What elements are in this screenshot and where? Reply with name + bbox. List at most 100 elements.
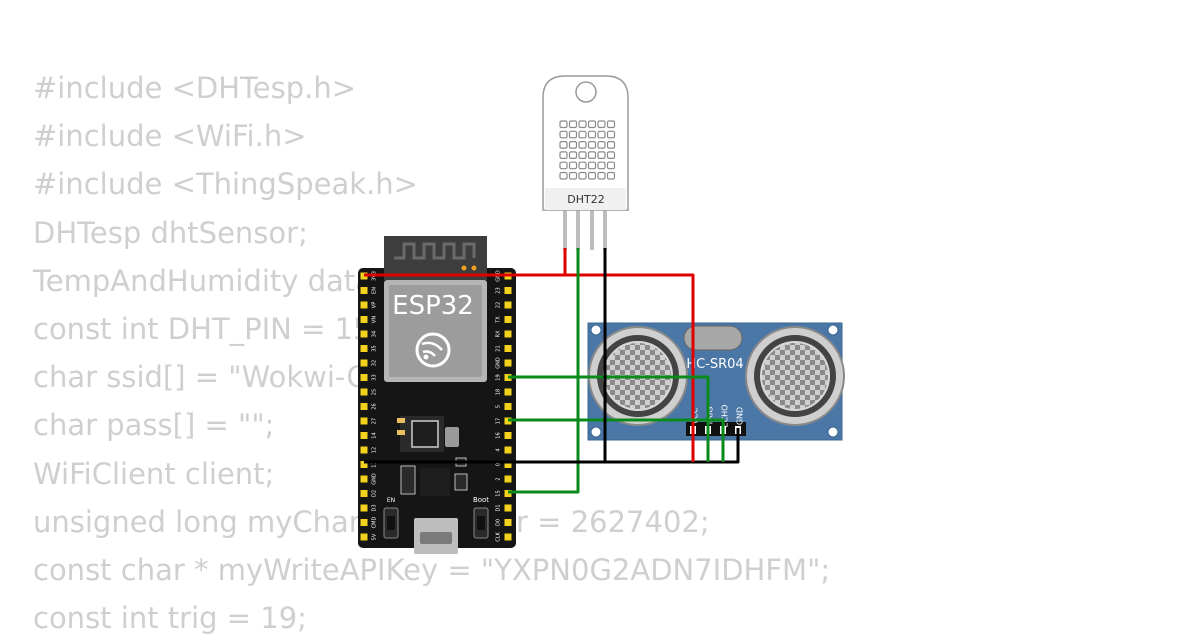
grille-slot	[559, 171, 568, 180]
esp32-pin-left[interactable]	[360, 519, 368, 526]
esp32-pin-right[interactable]	[504, 345, 512, 352]
esp32-pin-label: 35	[372, 345, 378, 351]
esp32-pin-right[interactable]	[504, 330, 512, 338]
grille-slot	[578, 151, 587, 159]
hcsr04-hole-bl	[590, 426, 602, 438]
esp32-pin-label: 5	[496, 405, 502, 408]
esp32-pin-right[interactable]	[504, 432, 512, 439]
grille-slot	[606, 171, 616, 180]
antenna-led-left	[461, 265, 467, 271]
esp32-pin-label: 33	[372, 374, 378, 380]
esp32-pin-left[interactable]	[360, 287, 368, 294]
grille-slot	[568, 171, 578, 180]
esp32-pin-label: 0	[496, 463, 502, 466]
hcsr04-transducer-right	[745, 326, 845, 426]
esp32-pin-left[interactable]	[360, 330, 368, 338]
grille-slot	[559, 161, 568, 170]
grille-slot	[568, 141, 578, 149]
en-label: EN	[387, 497, 395, 504]
esp32-pin-right[interactable]	[504, 461, 512, 468]
diode	[445, 427, 459, 447]
capacitor-1	[397, 418, 405, 423]
esp32-pin-label: 5V	[372, 533, 378, 540]
hcsr04-hole-tr	[827, 324, 839, 336]
esp32-pin-right[interactable]	[504, 287, 512, 294]
esp32-pin-left[interactable]	[360, 504, 368, 512]
esp32-pin-label: 32	[372, 360, 378, 366]
esp32-pin-right[interactable]	[504, 475, 512, 483]
code-line: char pass[] = "";	[33, 408, 275, 443]
regulator-chip	[411, 420, 439, 448]
esp32-pin-label: VP	[372, 302, 378, 308]
module-shield-inner	[389, 285, 482, 377]
esp32-pin-right[interactable]	[504, 388, 512, 396]
esp32-pin-right[interactable]	[504, 316, 512, 323]
code-line: #include <WiFi.h>	[33, 119, 307, 154]
esp32-pin-label: 21	[496, 345, 502, 351]
dht22-label: DHT22	[567, 193, 604, 206]
esp32-pin-label: 23	[496, 287, 502, 293]
esp32-pin-left[interactable]	[360, 461, 368, 468]
grille-slot	[587, 120, 597, 129]
esp32-pin-right[interactable]	[504, 519, 512, 526]
hcsr04-pin-label: VCC	[691, 407, 700, 424]
esp32-pin-label: 19	[496, 374, 502, 380]
esp32-pin-label: CLK	[496, 532, 502, 542]
dht22-pin-nc	[590, 210, 594, 250]
esp32-pin-left[interactable]	[360, 374, 368, 381]
esp32-pin-right[interactable]	[504, 533, 512, 541]
dht22-grille	[559, 120, 616, 180]
esp32-pin-label: 25	[372, 389, 378, 395]
grille-slot	[559, 141, 568, 149]
wire-esp-3v3-to-hcsr04-vcc	[364, 273, 695, 462]
hcsr04-crystal	[683, 325, 743, 351]
esp32-pin-left[interactable]	[360, 446, 368, 454]
esp32-pin-label: D3	[372, 504, 378, 511]
grille-slot	[587, 151, 597, 159]
esp32-pin-left[interactable]	[360, 301, 368, 309]
en-button-cap	[387, 516, 395, 530]
hcsr04-pin-label: ECHO	[721, 405, 730, 428]
esp32-pin-label: D0	[496, 519, 502, 526]
esp32-pin-left[interactable]	[360, 316, 368, 323]
esp32-pin-label: 34	[372, 331, 378, 337]
esp32-pin-left[interactable]	[360, 388, 368, 396]
hcsr04-header-block	[686, 422, 746, 436]
grille-slot	[568, 161, 578, 170]
dht22-pin-gnd	[603, 210, 607, 250]
esp32-pin-right[interactable]	[504, 403, 512, 410]
esp32-pin-left[interactable]	[360, 432, 368, 439]
dht22-sensor[interactable]: DHT22	[542, 75, 629, 250]
esp32-pin-right[interactable]	[504, 359, 512, 367]
esp32-pin-left[interactable]	[360, 475, 368, 483]
esp32-pin-right[interactable]	[504, 446, 512, 454]
grille-slot	[568, 130, 578, 139]
esp32-pin-left[interactable]	[360, 345, 368, 352]
grille-slot	[587, 141, 597, 149]
esp32-pin-right[interactable]	[504, 504, 512, 512]
esp32-pin-label: 22	[496, 302, 502, 308]
code-line: DHTesp dhtSensor;	[33, 215, 308, 250]
esp32-pin-label: 17	[496, 418, 502, 424]
hcsr04-label: HC-SR04	[686, 357, 743, 372]
esp32-pin-label: D1	[496, 504, 502, 511]
esp32-pin-left[interactable]	[360, 417, 368, 425]
esp32-pin-left[interactable]	[360, 359, 368, 367]
esp32-pin-left[interactable]	[360, 533, 368, 541]
esp32-pin-right[interactable]	[504, 301, 512, 309]
esp32-pin-label: VN	[372, 316, 378, 323]
capacitor-2	[397, 430, 405, 435]
esp32-board[interactable]: ESP32 EN Boot 3V3ENVPVN34353233252627141…	[358, 236, 516, 554]
grille-slot	[578, 120, 587, 129]
code-line: #include <DHTesp.h>	[33, 71, 357, 105]
grille-slot	[568, 120, 578, 129]
hcsr04-pin-label: GND	[736, 407, 745, 425]
esp32-pin-left[interactable]	[360, 403, 368, 410]
esp32-pin-left[interactable]	[360, 490, 368, 497]
hcsr04-hole-br	[827, 426, 839, 438]
code-line: TempAndHumidity data;	[33, 263, 383, 298]
grille-slot	[568, 151, 578, 159]
grille-slot	[578, 141, 587, 149]
